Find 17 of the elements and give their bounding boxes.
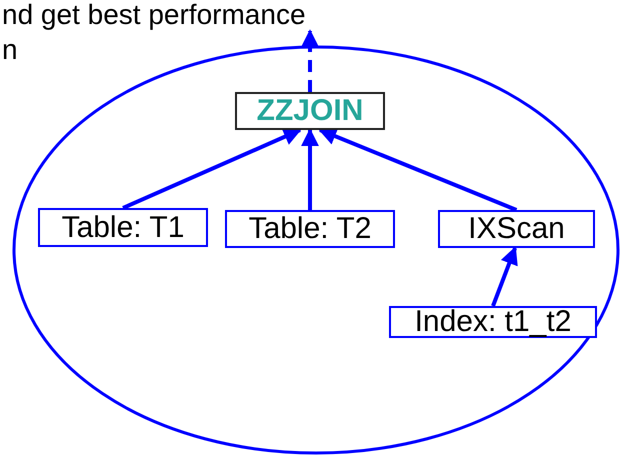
arrow: [491, 246, 518, 307]
plan-node-box: [438, 210, 595, 248]
node-label: Table: T2: [248, 214, 372, 244]
plan-node-box: [389, 306, 597, 338]
plan-node-box: [225, 210, 395, 248]
plan-node-box: [38, 208, 208, 247]
slide-text: n: [2, 36, 18, 64]
arrow: [318, 128, 518, 212]
arrow: [301, 29, 319, 92]
node-label: Table: T1: [62, 212, 184, 242]
node-label: Index: t1_t2: [414, 307, 572, 337]
arrow: [122, 128, 302, 210]
node-label: ZZJOIN: [256, 96, 364, 126]
operator-box: [235, 92, 385, 130]
node-label: IXScan: [468, 214, 565, 244]
slide-text: nd get best performance: [2, 1, 306, 29]
arrow: [301, 128, 319, 210]
